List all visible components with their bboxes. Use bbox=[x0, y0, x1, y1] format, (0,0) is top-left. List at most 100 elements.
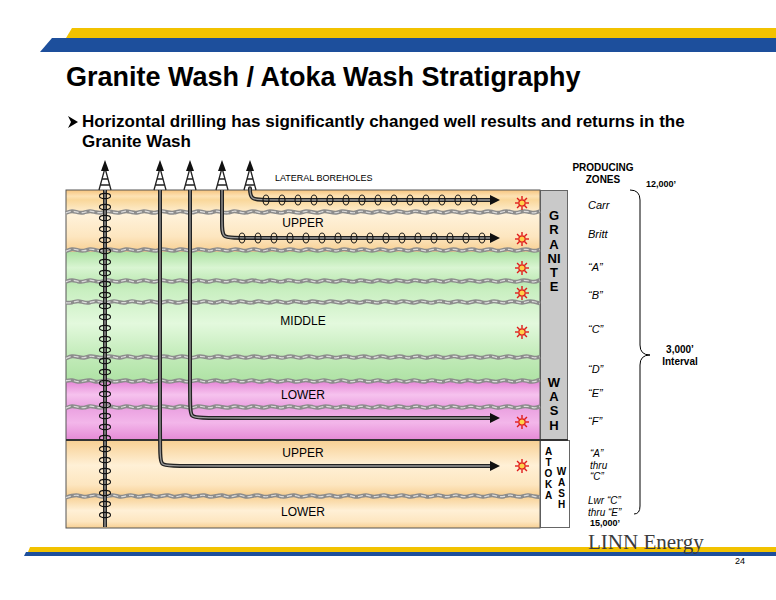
marker-ray bbox=[524, 468, 526, 470]
producing-marker bbox=[515, 261, 529, 275]
perforation bbox=[100, 259, 111, 264]
company-logo: LINN Energy bbox=[588, 530, 704, 554]
perforation bbox=[100, 281, 111, 286]
marker-ray bbox=[524, 327, 526, 329]
perforation bbox=[287, 233, 293, 243]
rock-layer-texture bbox=[66, 356, 540, 358]
rock-layer-texture bbox=[66, 495, 540, 497]
formation-column: ATOKAWASH bbox=[540, 440, 570, 528]
perforation bbox=[255, 233, 261, 243]
section-frame bbox=[66, 190, 540, 528]
strata-band: LOWER bbox=[66, 382, 540, 440]
perforation bbox=[463, 233, 469, 243]
lateral-tip bbox=[490, 195, 500, 205]
derrick-top bbox=[156, 160, 164, 171]
marker-ray bbox=[521, 261, 522, 265]
perforation bbox=[327, 195, 333, 205]
perforation bbox=[479, 233, 485, 243]
perforation bbox=[391, 195, 397, 205]
marker-ray bbox=[524, 198, 526, 200]
strata-band: LOWER bbox=[66, 496, 540, 528]
producing-marker bbox=[515, 325, 529, 339]
rock-layer-line bbox=[66, 301, 540, 303]
marker-core bbox=[519, 419, 525, 425]
marker-ray bbox=[524, 334, 526, 336]
perforation bbox=[100, 457, 111, 462]
well-bores bbox=[99, 160, 500, 527]
marker-ray bbox=[521, 426, 522, 430]
rock-layer-texture bbox=[66, 211, 540, 213]
zone-name: Lwr “C” thru “E” bbox=[588, 495, 634, 518]
marker-ray bbox=[526, 292, 530, 293]
marker-ray bbox=[526, 202, 530, 203]
rock-layer-line bbox=[66, 379, 540, 381]
marker-ray bbox=[517, 468, 519, 470]
perforation bbox=[383, 233, 389, 243]
zone-name: “A” bbox=[588, 261, 603, 274]
marker-ray bbox=[517, 334, 519, 336]
zone-name: Carr bbox=[588, 199, 609, 212]
formation-column: GRANITEWASH bbox=[540, 190, 568, 440]
column-heading: PRODUCING ZONES bbox=[563, 162, 643, 185]
rock-layer-texture bbox=[66, 249, 540, 251]
marker-ray bbox=[515, 292, 519, 293]
marker-ray bbox=[521, 336, 522, 340]
marker-ray bbox=[517, 263, 519, 265]
rock-layer-texture bbox=[66, 406, 540, 408]
rock-layer-line bbox=[66, 211, 540, 213]
header-stripe bbox=[66, 28, 776, 38]
perforation bbox=[100, 490, 111, 495]
perforation bbox=[100, 413, 111, 418]
marker-ray bbox=[524, 205, 526, 207]
derrick bbox=[154, 168, 166, 190]
perforation bbox=[100, 336, 111, 341]
perforation bbox=[439, 195, 445, 205]
perforation bbox=[100, 358, 111, 363]
zone-label: LOWER bbox=[281, 388, 325, 402]
rock-layer-line bbox=[66, 249, 540, 251]
marker-ray bbox=[521, 272, 522, 276]
perforation bbox=[100, 512, 111, 517]
well-bore-core bbox=[250, 188, 490, 200]
perforation bbox=[100, 369, 111, 374]
marker-ray bbox=[521, 243, 522, 247]
marker-core bbox=[519, 463, 525, 469]
marker-ray bbox=[517, 417, 519, 419]
marker-ray bbox=[517, 288, 519, 290]
perforation bbox=[471, 195, 477, 205]
marker-ray bbox=[521, 286, 522, 290]
producing-marker bbox=[515, 286, 529, 300]
marker-ray bbox=[524, 263, 526, 265]
marker-ray bbox=[517, 270, 519, 272]
marker-ray bbox=[524, 234, 526, 236]
perforation bbox=[100, 391, 111, 396]
slide-title: Granite Wash / Atoka Wash Stratigraphy bbox=[66, 62, 581, 93]
perforation bbox=[335, 233, 341, 243]
lateral-tip bbox=[490, 233, 500, 243]
marker-ray bbox=[521, 196, 522, 200]
producing-marker bbox=[515, 459, 529, 473]
marker-core bbox=[519, 329, 525, 335]
marker-ray bbox=[517, 205, 519, 207]
formation-name: ATOKA bbox=[544, 446, 554, 501]
marker-ray bbox=[517, 198, 519, 200]
zone-name: “C” bbox=[588, 323, 603, 336]
well-bore bbox=[190, 190, 490, 418]
perforation bbox=[351, 233, 357, 243]
perforation bbox=[100, 292, 111, 297]
rock-layer-texture bbox=[66, 301, 540, 303]
perforation bbox=[375, 195, 381, 205]
derrick-top bbox=[218, 160, 226, 171]
perforation bbox=[100, 380, 111, 385]
perforation bbox=[239, 233, 245, 243]
perforation bbox=[431, 233, 437, 243]
marker-ray bbox=[524, 461, 526, 463]
marker-ray bbox=[524, 295, 526, 297]
perforation bbox=[100, 270, 111, 275]
formation-name: WASH bbox=[548, 376, 561, 433]
perforation bbox=[100, 501, 111, 506]
marker-ray bbox=[524, 288, 526, 290]
perforation bbox=[100, 204, 111, 209]
perforation bbox=[100, 435, 111, 440]
rock-layer-line bbox=[66, 356, 540, 358]
